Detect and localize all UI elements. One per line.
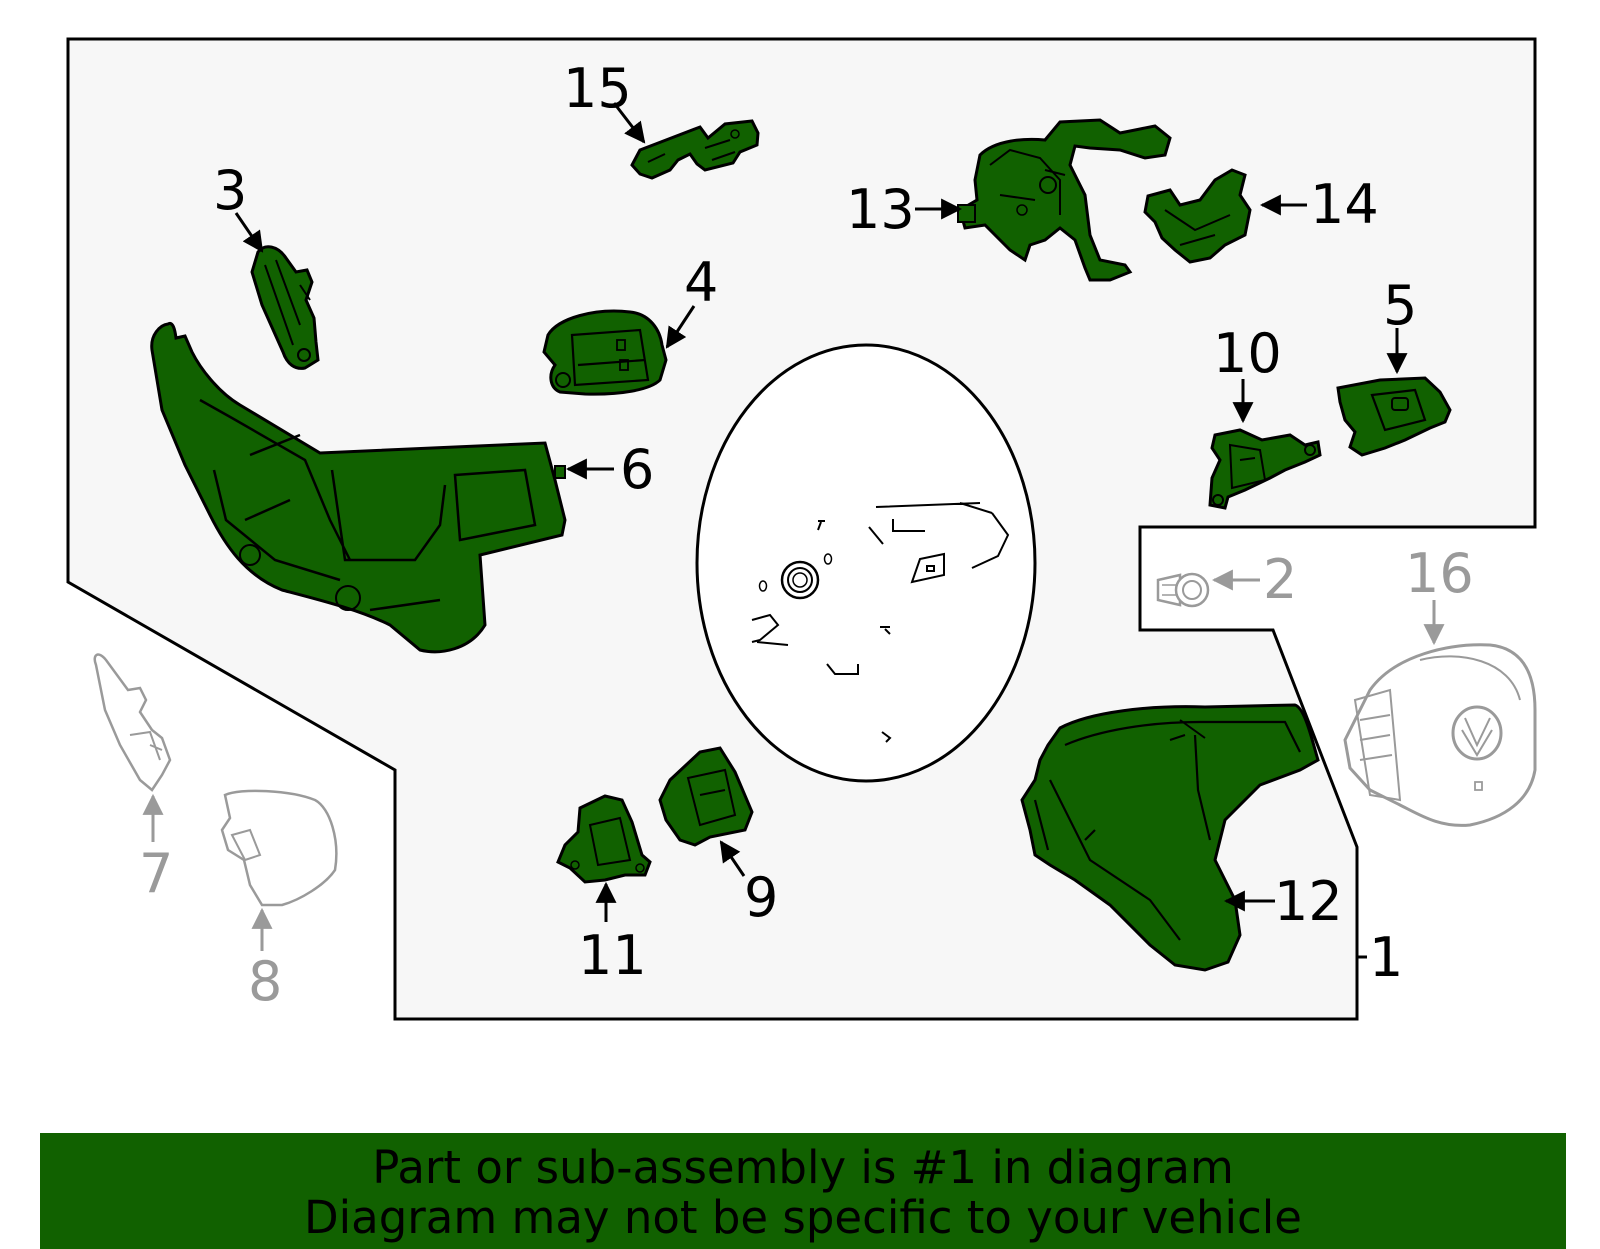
callout-16: 16 [1405, 542, 1474, 605]
callout-3: 3 [213, 159, 247, 222]
callout-6: 6 [620, 438, 654, 501]
part-7-cover[interactable] [93, 653, 172, 792]
callout-5: 5 [1383, 274, 1417, 337]
part-8-cover[interactable] [220, 789, 338, 907]
leader-lines [234, 102, 1408, 959]
callout-2: 2 [1263, 548, 1297, 611]
footer-banner: Part or sub-assembly is #1 in diagram Di… [40, 1133, 1566, 1249]
part-5-switch[interactable] [1336, 376, 1452, 457]
part-16-airbag-module[interactable] [1343, 643, 1537, 827]
callout-13: 13 [846, 178, 915, 241]
leader-lines-ghost [142, 569, 1445, 951]
callout-1: 1 [1369, 926, 1403, 989]
part-6-column-cover[interactable] [150, 321, 567, 654]
callout-9: 9 [744, 866, 778, 929]
part-15-harness[interactable] [630, 119, 760, 180]
footer-line-2: Diagram may not be specific to your vehi… [304, 1191, 1302, 1244]
part-3-switch-bezel[interactable] [250, 245, 320, 370]
steering-wheel-disk [695, 343, 1037, 783]
part-2-screw[interactable] [1156, 572, 1210, 608]
callout-15: 15 [563, 57, 632, 120]
callout-10: 10 [1213, 322, 1282, 385]
callout-7: 7 [139, 842, 173, 905]
part-4-switch[interactable] [542, 309, 668, 396]
part-10-switch[interactable] [1208, 428, 1322, 510]
part-11-switch[interactable] [556, 794, 652, 884]
part-14-bracket[interactable] [1143, 168, 1252, 264]
callout-12: 12 [1274, 870, 1343, 933]
part-13-wiring-harness[interactable] [957, 118, 1172, 282]
callout-14: 14 [1310, 173, 1379, 236]
footer-line-1: Part or sub-assembly is #1 in diagram [372, 1141, 1234, 1194]
callout-4: 4 [684, 251, 718, 314]
part-9-switch[interactable] [658, 746, 754, 847]
callout-8: 8 [248, 950, 282, 1013]
callout-labels: 1 2 3 4 5 6 7 8 9 10 11 12 13 14 15 16 [139, 57, 1474, 1013]
callout-11: 11 [578, 924, 647, 987]
part-12-lower-trim[interactable] [1020, 703, 1320, 972]
